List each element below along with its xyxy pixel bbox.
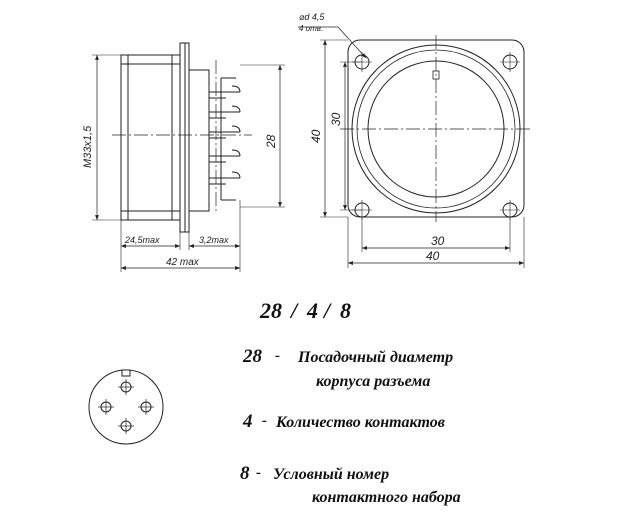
height-28-label: 28: [264, 134, 278, 149]
contacts: [209, 77, 241, 201]
legend-number: 8: [240, 463, 250, 484]
legend-text-line1: Условный номер: [273, 466, 389, 483]
legend-text-line2: контактного набора: [312, 489, 461, 506]
contact-pins: [98, 379, 154, 434]
depth-3-label: 3,2max: [199, 235, 229, 245]
contact-layout-view: [88, 369, 164, 445]
legend-text-line1: Посадочный диаметр: [297, 349, 453, 366]
hole-count-label: 4 отв.: [299, 24, 323, 33]
legend-text-line1: Количество контактов: [275, 414, 445, 431]
legend-number: 4: [242, 411, 253, 432]
legend-number: 28: [242, 346, 263, 367]
insert-key: [121, 369, 131, 377]
front-view: [298, 26, 532, 268]
rear-block: [188, 69, 210, 212]
legend-text-line2: корпуса разъема: [316, 373, 430, 390]
outer-width-label: 40: [426, 249, 440, 263]
legend-dash: -: [262, 413, 267, 429]
code-separator-2: /: [322, 298, 332, 323]
thread-label: M33x1,5: [82, 125, 94, 168]
total-length-label: 42 max: [166, 257, 200, 268]
legend: 28 - Посадочный диаметр корпуса разъема …: [240, 346, 461, 506]
code-separator-1: /: [289, 298, 299, 323]
connector-body: [120, 54, 181, 221]
legend-dash: -: [275, 348, 280, 364]
code-part-3: 8: [340, 298, 351, 323]
side-view: [92, 42, 285, 272]
depth-24-label: 24,5max: [124, 235, 160, 245]
code-part-1: 28: [259, 298, 282, 323]
legend-item-contact-set: 8 - Условный номер контактного набора: [240, 463, 461, 506]
hole-diameter-label: ⌀d 4,5: [299, 12, 325, 22]
code-part-2: 4: [306, 298, 318, 323]
legend-item-contacts: 4 - Количество контактов: [242, 411, 445, 432]
inner-width-label: 30: [431, 234, 445, 248]
outer-height-label: 40: [309, 129, 323, 143]
designation-code: 28 / 4 / 8: [259, 298, 351, 323]
legend-dash: -: [256, 465, 261, 481]
inner-height-label: 30: [329, 112, 343, 126]
legend-item-diameter: 28 - Посадочный диаметр корпуса разъема: [242, 346, 453, 390]
hole-leader: [298, 26, 367, 59]
